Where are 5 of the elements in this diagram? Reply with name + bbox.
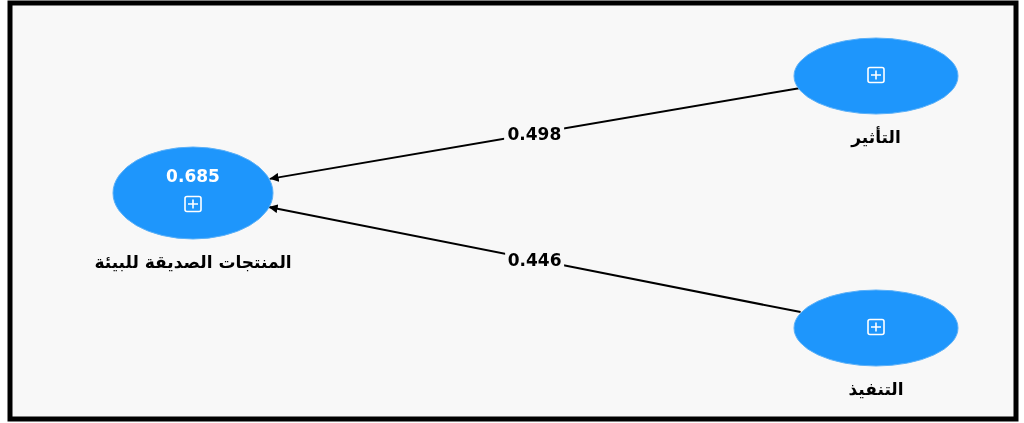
construct-name: التأثير [851,127,901,147]
path-arrow [267,204,802,314]
value-label: 0.685 [166,166,220,186]
construct-name: التنفيذ [848,379,904,399]
construct-name: المنتجات الصديقة للبيئة [94,252,292,272]
